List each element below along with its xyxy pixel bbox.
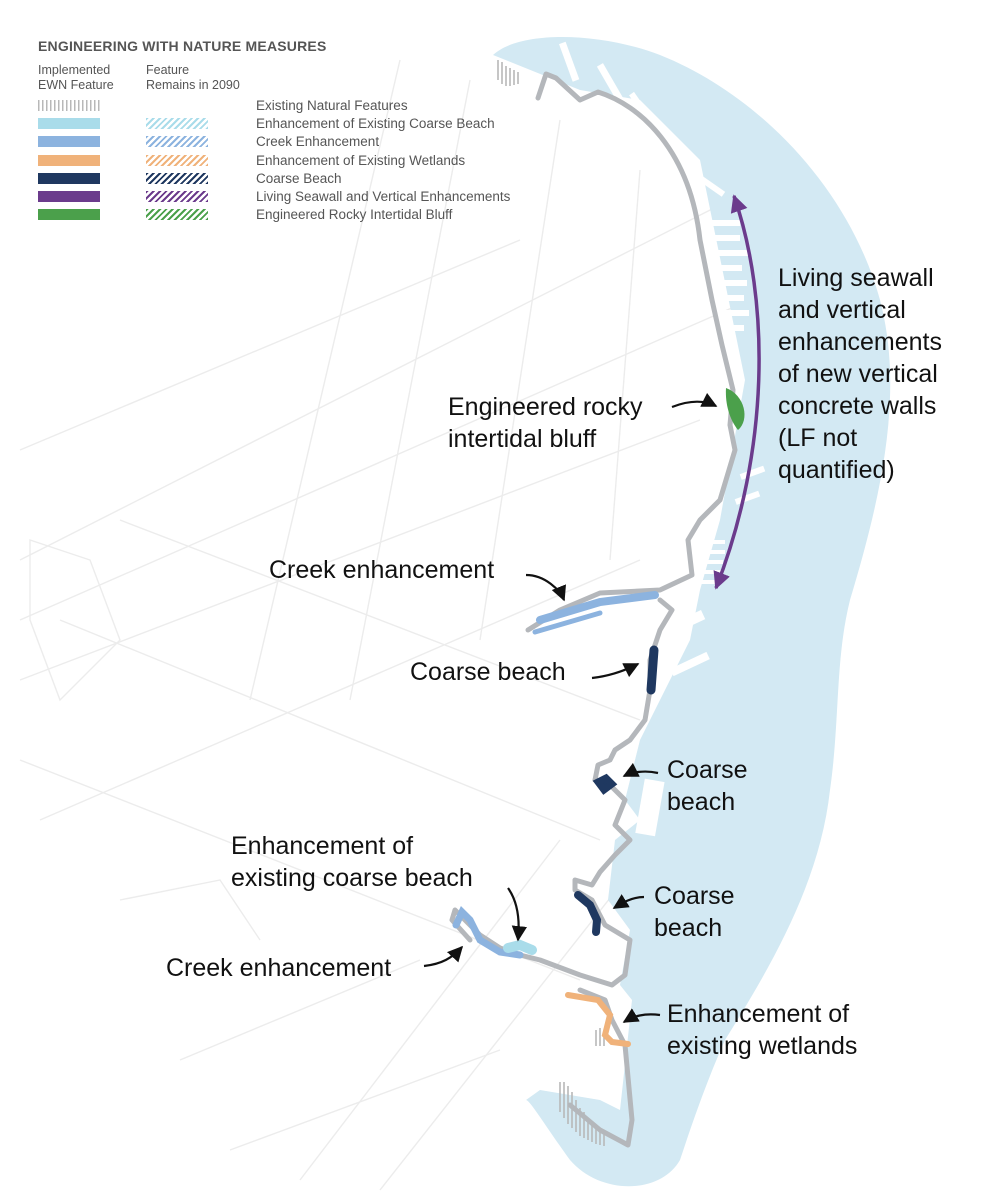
creek-enhancement-north (532, 591, 659, 635)
legend-item-label: Enhancement of Existing Wetlands (256, 152, 466, 168)
callout-seawall-line4: of new vertical (778, 360, 938, 388)
creek-enhancement-south (452, 905, 524, 959)
callout-coarse-beach-3: Coarse beach (654, 880, 735, 944)
legend-swatch-remains (146, 118, 208, 130)
callout-enh-coarse-beach: Enhancement of existing coarse beach (231, 830, 473, 894)
legend-row: Engineered Rocky Intertidal Bluff (38, 206, 598, 224)
callout-creek-north: Creek enhancement (269, 556, 495, 584)
shoreline (449, 71, 738, 1148)
callout-arrows (423, 392, 718, 1023)
callout-enh-wetlands: Enhancement of existing wetlands (667, 998, 857, 1062)
legend-row: Living Seawall and Vertical Enhancements (38, 188, 598, 206)
legend-swatch-implemented (38, 118, 100, 130)
legend: ENGINEERING WITH NATURE MEASURES Impleme… (38, 38, 598, 224)
bay-water (493, 36, 891, 1187)
legend-item-label: Existing Natural Features (256, 98, 408, 113)
callout-coarse-beach-3-line2: beach (654, 914, 723, 942)
legend-row: Coarse Beach (38, 170, 598, 188)
legend-col-implemented-line2: EWN Feature (38, 78, 114, 92)
legend-item-label: Engineered Rocky Intertidal Bluff (256, 207, 453, 223)
legend-item-label: Coarse Beach (256, 170, 342, 186)
callout-rocky-bluff: Engineered rocky intertidal bluff (448, 391, 643, 455)
legend-swatch-implemented (38, 136, 100, 148)
callout-enh-wet-line2: existing wetlands (667, 1032, 858, 1060)
callout-seawall-line5: concrete walls (778, 392, 937, 420)
callout-creek-south: Creek enhancement (166, 954, 392, 982)
coarse-beach-2 (592, 773, 618, 795)
legend-row: Enhancement of Existing Coarse Beach (38, 115, 598, 133)
legend-column-headers: Implemented EWN Feature Feature Remains … (38, 63, 598, 97)
legend-swatch-implemented (38, 209, 100, 221)
callout-bluff-line1: Engineered rocky (448, 393, 643, 421)
legend-col-remains: Feature Remains in 2090 (146, 63, 240, 93)
legend-row: Creek Enhancement (38, 133, 598, 151)
callout-seawall-line7: quantified) (778, 456, 895, 484)
callout-enh-wet-line1: Enhancement of (667, 1000, 850, 1028)
callout-bluff-line2: intertidal bluff (448, 425, 597, 453)
callout-coarse-beach-1: Coarse beach (410, 658, 566, 686)
legend-col-remains-line2: Remains in 2090 (146, 78, 240, 92)
street-grid (19, 59, 751, 1191)
legend-swatch-implemented (38, 172, 100, 184)
legend-row: Enhancement of Existing Wetlands (38, 152, 598, 170)
callout-coarse-beach-2-line2: beach (667, 788, 736, 816)
callout-enh-coarse-line2: existing coarse beach (231, 864, 473, 892)
legend-swatch-remains (146, 190, 208, 202)
legend-item-label: Living Seawall and Vertical Enhancements (256, 188, 511, 204)
legend-item-label: Creek Enhancement (256, 134, 380, 150)
callout-coarse-beach-2-line1: Coarse (667, 756, 748, 784)
coarse-beach-3 (574, 891, 602, 936)
legend-swatch-remains (146, 100, 208, 111)
legend-swatch-remains (146, 172, 208, 184)
coarse-beach-1 (646, 645, 659, 695)
living-seawall-arrow (713, 194, 761, 590)
callout-enh-coarse-line1: Enhancement of (231, 832, 414, 860)
legend-title: ENGINEERING WITH NATURE MEASURES (38, 38, 327, 54)
enhancement-existing-wetlands (565, 992, 631, 1047)
legend-col-implemented-line1: Implemented (38, 63, 111, 77)
legend-item-label: Enhancement of Existing Coarse Beach (256, 116, 495, 132)
legend-col-remains-line1: Feature (146, 63, 190, 77)
enhancement-existing-coarse-beach (503, 939, 537, 955)
legend-swatch-implemented (38, 100, 100, 111)
callout-seawall-line6: (LF not (778, 424, 858, 452)
callout-coarse-beach-2: Coarse beach (667, 754, 748, 818)
legend-row: Existing Natural Features (38, 97, 598, 115)
callout-coarse-beach-3-line1: Coarse (654, 882, 735, 910)
callout-seawall-line1: Living seawall (778, 264, 934, 292)
legend-swatch-implemented (38, 154, 100, 166)
callout-seawall-line3: enhancements (778, 328, 943, 356)
legend-col-implemented: Implemented EWN Feature (38, 63, 114, 93)
legend-swatch-remains (146, 136, 208, 148)
callout-living-seawall: Living seawall and vertical enhancements… (778, 262, 942, 486)
legend-swatch-remains (146, 209, 208, 221)
callout-seawall-line2: and vertical (778, 296, 906, 324)
legend-swatch-remains (146, 154, 208, 166)
legend-swatch-implemented (38, 190, 100, 202)
